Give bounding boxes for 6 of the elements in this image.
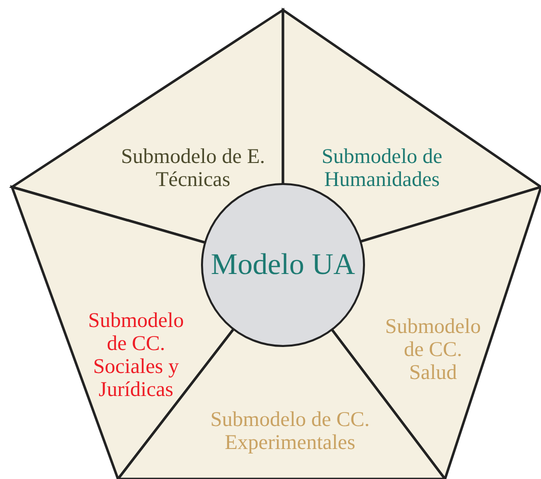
sector-label: Submodelo de E. Técnicas — [120, 145, 266, 191]
sector-label: Submodelo de Humanidades — [320, 145, 444, 191]
sector-label: Submodelo de CC. Experimentales — [209, 408, 371, 454]
sector-label: Submodelo de CC. Salud — [384, 315, 482, 384]
center-label: Modelo UA — [210, 248, 356, 282]
sector-label: Submodelo de CC. Sociales y Jurídicas — [87, 309, 185, 401]
